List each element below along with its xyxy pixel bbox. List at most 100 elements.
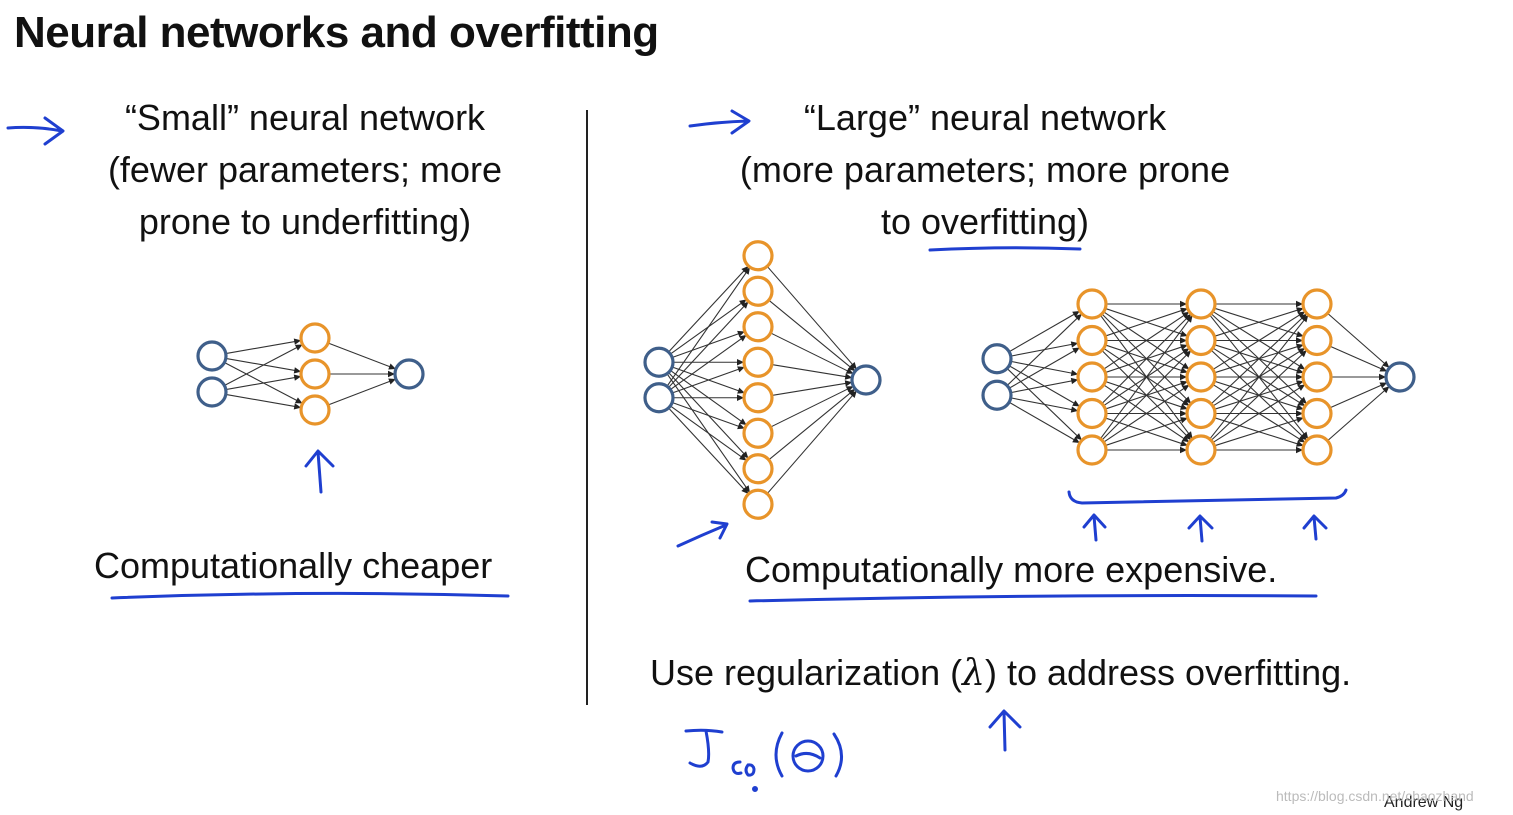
cost-paren-open-icon bbox=[774, 731, 784, 778]
connection-line bbox=[1210, 313, 1308, 405]
hidden-node bbox=[1301, 397, 1333, 430]
connection-line bbox=[1329, 345, 1388, 372]
brace-deep-layers bbox=[1067, 488, 1348, 505]
arrowhead bbox=[388, 363, 396, 370]
arrowhead bbox=[1379, 382, 1388, 389]
connection-line bbox=[1329, 382, 1388, 409]
deep-network bbox=[981, 288, 1416, 466]
watermark: https://blog.csdn.net/chaozhand bbox=[1276, 788, 1474, 804]
arrowhead bbox=[1301, 431, 1309, 440]
arrowhead bbox=[1296, 404, 1304, 411]
arrowhead bbox=[1072, 310, 1080, 318]
arrow-lambda-icon bbox=[988, 709, 1022, 752]
arrowhead bbox=[1180, 380, 1188, 387]
underline-expensive bbox=[748, 594, 1318, 603]
arrowhead bbox=[741, 266, 749, 274]
arrowhead bbox=[1180, 330, 1188, 337]
hidden-node bbox=[1185, 397, 1217, 430]
ink-dot-icon bbox=[752, 786, 758, 792]
arrowhead bbox=[1180, 446, 1187, 454]
arrowhead bbox=[388, 370, 395, 378]
arrowhead bbox=[1296, 380, 1304, 387]
arrowhead bbox=[1180, 403, 1188, 410]
hidden-node bbox=[1076, 397, 1108, 430]
arrowhead bbox=[739, 334, 747, 342]
arrowhead bbox=[1296, 367, 1304, 374]
output-node bbox=[393, 358, 425, 390]
arrowhead bbox=[1299, 433, 1307, 441]
connection-line bbox=[327, 378, 397, 406]
hidden-node bbox=[1076, 434, 1108, 466]
arrowhead bbox=[1296, 331, 1304, 338]
arrowhead bbox=[1297, 347, 1306, 355]
arrowhead bbox=[1180, 344, 1188, 351]
arrowhead bbox=[737, 330, 745, 337]
regularization-pre: Use regularization ( bbox=[650, 652, 963, 693]
arrowhead bbox=[1379, 373, 1386, 381]
arrowhead bbox=[1297, 436, 1306, 443]
hidden-node bbox=[742, 275, 774, 307]
large-heading-line-2: (more parameters; more prone bbox=[739, 149, 1231, 190]
connection-line bbox=[1103, 384, 1190, 443]
small-network-heading: “Small” neural network (fewer parameters… bbox=[60, 92, 550, 248]
page-title: Neural networks and overfitting bbox=[14, 8, 659, 57]
arrowhead bbox=[1296, 300, 1303, 308]
hidden-node bbox=[1301, 434, 1333, 466]
arrow-large-heading-icon bbox=[688, 109, 751, 135]
hidden-node bbox=[299, 322, 331, 354]
arrowhead bbox=[849, 362, 857, 370]
connection-line bbox=[1008, 347, 1081, 389]
hidden-node bbox=[742, 417, 774, 449]
arrowhead bbox=[1296, 373, 1303, 381]
arrowhead bbox=[1180, 373, 1187, 381]
arrowhead bbox=[294, 344, 303, 351]
arrowhead bbox=[1296, 343, 1304, 350]
arrowhead bbox=[1180, 337, 1187, 344]
output-node bbox=[1384, 361, 1416, 393]
arrow-wide-layer-icon bbox=[676, 520, 729, 548]
arrowhead bbox=[1180, 300, 1187, 308]
underline-overfitting bbox=[928, 246, 1082, 252]
cheaper-caption: Computationally cheaper bbox=[94, 545, 493, 586]
connection-line bbox=[1212, 310, 1306, 371]
arrowhead bbox=[741, 486, 749, 494]
arrowhead bbox=[845, 367, 854, 374]
hidden-node bbox=[1301, 288, 1333, 320]
arrowhead bbox=[1301, 314, 1309, 323]
connection-line bbox=[1105, 307, 1188, 337]
expensive-caption: Computationally more expensive. bbox=[745, 549, 1278, 590]
arrowhead bbox=[1180, 367, 1188, 374]
large-heading-line-3: to overfitting) bbox=[690, 196, 1280, 248]
arrowhead bbox=[737, 387, 745, 394]
input-node bbox=[643, 382, 675, 414]
arrowhead bbox=[1074, 433, 1082, 441]
connection-line bbox=[1209, 314, 1309, 440]
arrowhead bbox=[1296, 410, 1303, 417]
connection-line bbox=[1008, 401, 1081, 444]
connection-line bbox=[1327, 385, 1390, 442]
arrowhead bbox=[1074, 313, 1082, 321]
arrowhead bbox=[1180, 417, 1188, 424]
connection-line bbox=[1327, 312, 1390, 369]
arrowhead bbox=[1296, 446, 1303, 454]
regularization-post: ) to address overfitting. bbox=[984, 652, 1352, 693]
connection-line bbox=[225, 339, 302, 355]
hidden-node bbox=[299, 358, 331, 390]
arrowhead bbox=[743, 267, 750, 275]
arrowhead bbox=[1183, 350, 1192, 358]
hidden-node bbox=[742, 453, 774, 485]
hidden-node bbox=[1185, 361, 1217, 393]
connection-line bbox=[770, 332, 854, 375]
connection-line bbox=[666, 266, 751, 387]
arrowhead bbox=[1181, 399, 1190, 406]
arrowhead bbox=[1379, 365, 1388, 372]
large-heading-pre: to bbox=[880, 201, 921, 242]
connection-line bbox=[1101, 313, 1192, 404]
connection-line bbox=[766, 265, 858, 370]
large-heading-post: ) bbox=[1077, 201, 1090, 242]
arrowhead bbox=[1299, 313, 1307, 321]
arrowhead bbox=[1180, 307, 1188, 314]
connection-line bbox=[225, 375, 302, 391]
arrowhead bbox=[293, 338, 302, 345]
